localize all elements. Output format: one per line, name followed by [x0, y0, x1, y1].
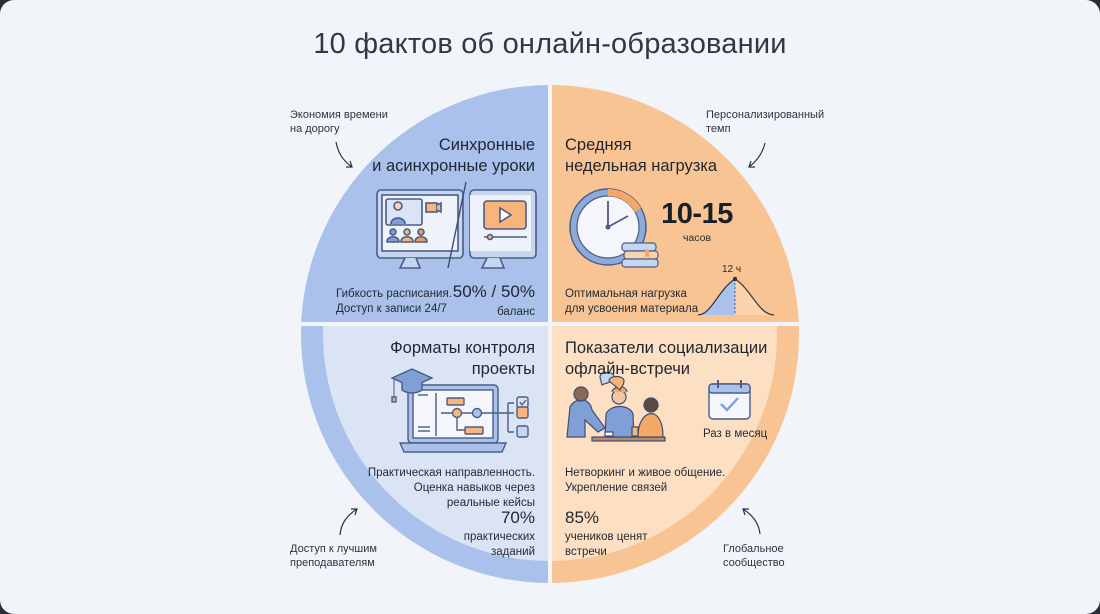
arrow-top-right-icon — [748, 142, 766, 168]
calendar-label: Раз в месяц — [703, 428, 768, 440]
quadrant-bottom-left-stat: 70% практических заданий — [463, 508, 535, 558]
arrow-bottom-left-icon — [339, 508, 358, 536]
quadrant-top-left-desc: Гибкость расписания. Доступ к записи 24/… — [336, 288, 452, 315]
arrow-top-left-icon — [335, 141, 353, 168]
annotation-top-right: Персонализированный темп — [706, 109, 825, 135]
quadrant-top-left-title: Синхронные и асинхронные уроки — [372, 136, 535, 175]
annotation-bottom-left: Доступ к лучшим преподавателям — [290, 543, 377, 569]
monitor-sync-async-icon — [376, 181, 537, 269]
quadrant-bottom-left-title: Форматы контроля проекты — [390, 339, 535, 378]
quadrant-top-left-stat: 50% / 50% баланс — [452, 282, 535, 318]
annotation-bottom-right: Глобальное сообщество — [723, 543, 785, 569]
quadrant-top-right-title: Средняя недельная нагрузка — [565, 136, 718, 175]
quadrant-bottom-right-stat: 85% учеников ценят встречи — [565, 508, 648, 558]
quadrant-bottom-left-desc: Практическая направленность. Оценка навы… — [367, 467, 535, 509]
annotation-top-left: Экономия времени на дорогу — [290, 109, 388, 135]
page-title: 10 фактов об онлайн-образовании — [313, 28, 787, 60]
clock-books-icon — [569, 188, 659, 268]
quadrant-top-right-desc: Оптимальная нагрузка для усвоения матери… — [565, 288, 699, 315]
quadrant-bottom-right-title: Показатели социализации офлайн-встречи — [565, 339, 768, 378]
quadrant-top-right-stat: 10-15 часов — [661, 198, 733, 244]
people-meeting-icon — [566, 371, 666, 442]
arrow-bottom-right-icon — [742, 508, 761, 535]
curve-label: 12 ч — [722, 264, 742, 275]
quadrant-bottom-right-desc: Нетворкинг и живое общение. Укрепление с… — [565, 467, 726, 494]
bell-curve-chart — [697, 276, 775, 316]
calendar-check-icon — [708, 380, 751, 420]
laptop-project-flow-icon — [390, 368, 529, 453]
